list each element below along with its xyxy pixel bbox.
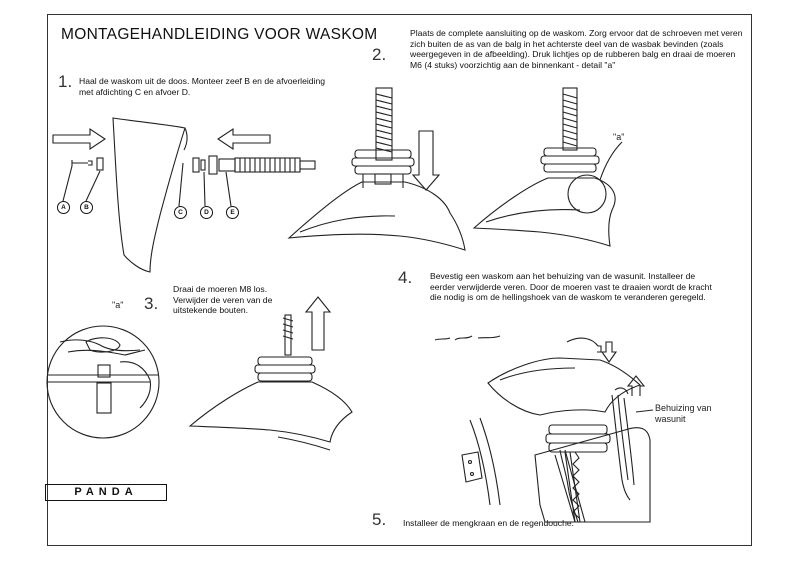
step-3-number: 3. (144, 294, 159, 313)
up-arrow (304, 296, 332, 351)
part-label-b: B (80, 201, 93, 214)
part-label-c: C (174, 206, 187, 219)
detail-a-label-step3: "a" (112, 300, 124, 310)
step-5-text: Installeer de mengkraan en de regendouch… (403, 518, 575, 528)
push-arrow-right (217, 127, 271, 151)
part-label-e: E (226, 206, 239, 219)
step-2-left-illustration (287, 87, 466, 251)
step-3-text: Draai de moeren M8 los. Verwijder de ver… (173, 284, 273, 316)
part-label-d: D (200, 206, 213, 219)
step-3-illustration (46, 296, 353, 451)
step-4-text: Bevestig een waskom aan het behuizing va… (430, 271, 712, 303)
step-2-right-illustration (472, 87, 623, 247)
drain-assembly (192, 155, 316, 175)
push-arrow-left (52, 127, 106, 151)
basin-step3 (188, 381, 353, 443)
step-4-number: 4. (398, 268, 413, 287)
step-1-text: Haal de waskom uit de doos. Monteer zeef… (79, 76, 326, 97)
detail-a-label-step2: "a" (613, 132, 625, 142)
step-5-number: 5. (372, 510, 387, 529)
step-1-number: 1. (58, 72, 73, 91)
page-title: MONTAGEHANDLEIDING VOOR WASKOM (61, 26, 378, 43)
instruction-sheet (47, 14, 752, 546)
faucet (566, 337, 602, 353)
step-4-illustration (434, 335, 651, 523)
step-2-text: Plaats de complete aansluiting op de was… (410, 28, 743, 70)
basin-side-view (112, 117, 186, 273)
basin-step2a (287, 181, 466, 251)
part-label-a: A (57, 201, 70, 214)
step-1-illustration (52, 117, 316, 273)
down-arrow (411, 130, 441, 191)
brand-logo: PANDA (45, 484, 167, 501)
strainer-screw (71, 160, 93, 166)
detail-a-zoom (46, 325, 160, 439)
detail-a-circle (567, 174, 607, 214)
basin-step4 (487, 357, 642, 416)
step-2-number: 2. (372, 45, 387, 64)
basin-step2b (472, 177, 616, 247)
housing-label: Behuizing van wasunit (655, 403, 712, 424)
